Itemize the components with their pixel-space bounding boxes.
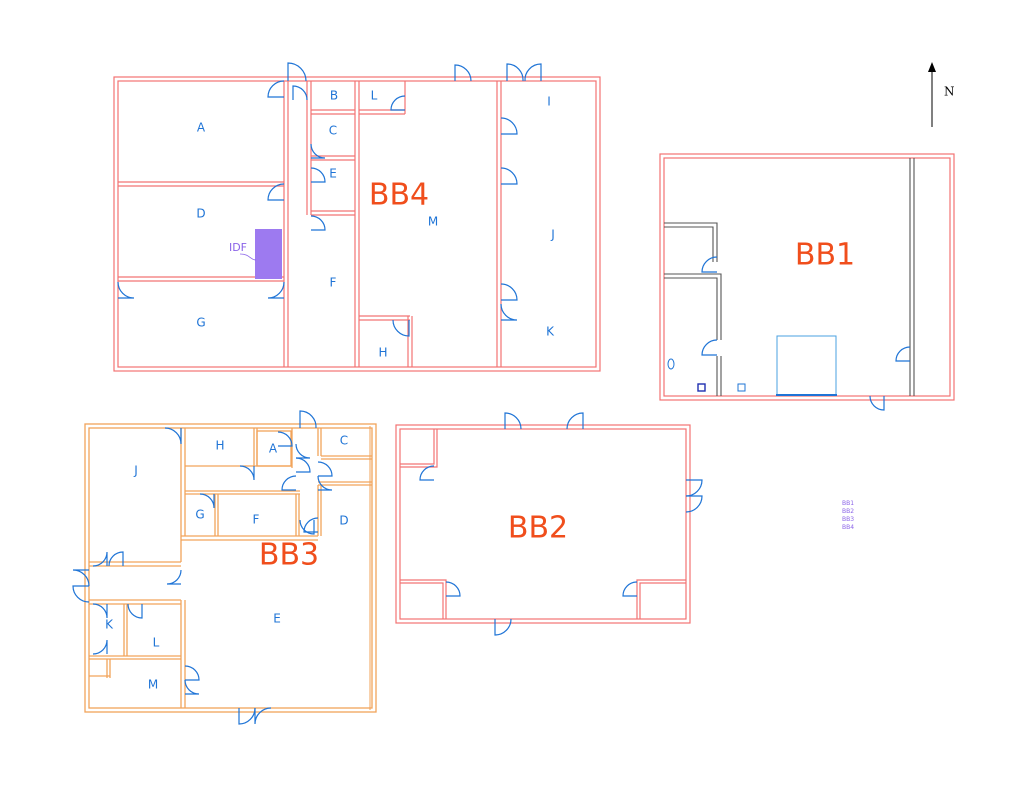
bb3-room-f: F <box>253 513 260 527</box>
legend-item: BB4 <box>842 524 854 531</box>
sink-icon <box>697 383 706 392</box>
building-bb4: IDF A B C D E F G H I J K L M BB4 <box>113 62 601 372</box>
bb1-label: BB1 <box>795 238 855 273</box>
bb4-room-a: A <box>197 121 206 135</box>
bb3-room-d: D <box>339 514 348 528</box>
legend-item: BB2 <box>842 508 854 515</box>
bb4-room-i: I <box>547 95 551 109</box>
idf-label: IDF <box>229 241 247 254</box>
building-bb3: A C D E F G H J K L M BB3 <box>72 410 377 725</box>
bb4-room-j: J <box>550 228 555 242</box>
legend-item: BB3 <box>842 516 854 523</box>
bb4-room-e: E <box>329 167 337 181</box>
arrow-up-icon <box>928 62 936 72</box>
bb3-label: BB3 <box>259 538 319 573</box>
bb3-room-c: C <box>340 434 348 448</box>
bb4-label: BB4 <box>369 178 429 213</box>
bb3-room-k: K <box>105 618 114 632</box>
bb2-label: BB2 <box>508 511 568 546</box>
bb3-room-e: E <box>273 612 281 626</box>
building-bb2: BB2 <box>395 412 703 636</box>
toilet-icon <box>667 358 675 370</box>
bb3-room-a: A <box>269 442 278 456</box>
bb4-room-d: D <box>196 207 205 221</box>
north-label: N <box>944 85 955 99</box>
bb4-room-l: L <box>371 89 378 103</box>
sink-icon <box>737 383 746 392</box>
bb4-room-h: H <box>378 346 387 360</box>
bb4-room-m: M <box>428 215 438 229</box>
idf-closet <box>255 229 282 279</box>
bb4-room-c: C <box>329 124 337 138</box>
bb4-room-k: K <box>546 325 555 339</box>
north-arrow: N <box>928 62 955 127</box>
bb4-room-g: G <box>196 316 205 330</box>
legend: BB1 BB2 BB3 BB4 <box>842 500 854 531</box>
building-bb1: BB1 <box>659 153 955 411</box>
bb4-room-f: F <box>330 276 337 290</box>
bb3-room-m: M <box>148 678 158 692</box>
bb3-room-l: L <box>153 636 160 650</box>
bb3-room-g: G <box>195 508 204 522</box>
legend-item: BB1 <box>842 500 854 507</box>
bb3-room-j: J <box>133 464 138 478</box>
bb3-room-h: H <box>215 439 224 453</box>
bb4-room-b: B <box>330 89 338 103</box>
